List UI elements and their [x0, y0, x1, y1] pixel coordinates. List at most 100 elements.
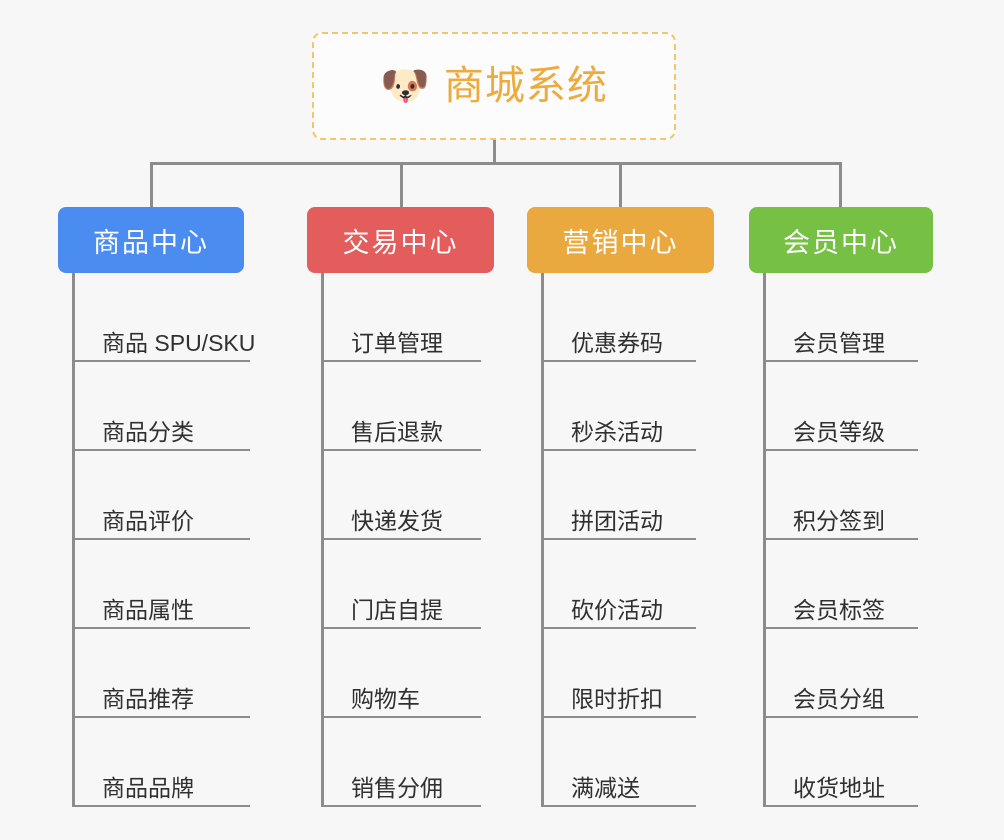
leaf-underline — [763, 360, 918, 362]
branch-product-center: 商品中心 商品 SPU/SKU 商品分类 商品评价 商品属性 商品推荐 — [58, 207, 267, 807]
leaf-underline — [321, 805, 481, 807]
leaf-underline — [541, 805, 696, 807]
list-item[interactable]: 商品推荐 — [72, 629, 267, 718]
leaf-label: 商品分类 — [102, 418, 194, 445]
list-item[interactable]: 会员管理 — [763, 273, 933, 362]
list-item[interactable]: 订单管理 — [321, 273, 494, 362]
leaf-label: 快递发货 — [351, 507, 443, 534]
leaf-underline — [321, 360, 481, 362]
leaf-label: 商品推荐 — [102, 685, 194, 712]
branch-member-center: 会员中心 会员管理 会员等级 积分签到 会员标签 会员分组 — [749, 207, 933, 807]
leaf-underline — [72, 449, 250, 451]
branch-marketing-center: 营销中心 优惠券码 秒杀活动 拼团活动 砍价活动 限时折扣 — [527, 207, 714, 807]
leaf-underline — [541, 360, 696, 362]
list-item[interactable]: 商品属性 — [72, 540, 267, 629]
leaf-list-member-center: 会员管理 会员等级 积分签到 会员标签 会员分组 收货地址 — [763, 273, 933, 807]
leaf-underline — [763, 805, 918, 807]
list-item[interactable]: 会员等级 — [763, 362, 933, 451]
branch-header-label: 交易中心 — [342, 227, 459, 258]
leaf-underline — [541, 716, 696, 718]
list-item[interactable]: 优惠券码 — [541, 273, 714, 362]
trunk-bus-connector — [150, 162, 842, 165]
leaf-spine — [321, 273, 324, 807]
list-item[interactable]: 门店自提 — [321, 540, 494, 629]
leaf-label: 砍价活动 — [571, 596, 663, 623]
leaf-underline — [763, 449, 918, 451]
leaf-label: 积分签到 — [793, 507, 885, 534]
leaf-label: 订单管理 — [351, 329, 443, 356]
leaf-label: 商品品牌 — [102, 774, 194, 801]
leaf-underline — [541, 538, 696, 540]
leaf-label: 销售分佣 — [351, 774, 443, 801]
leaf-underline — [72, 538, 250, 540]
list-item[interactable]: 拼团活动 — [541, 451, 714, 540]
leaf-label: 拼团活动 — [571, 507, 663, 534]
leaf-underline — [321, 538, 481, 540]
leaf-label: 售后退款 — [351, 418, 443, 445]
list-item[interactable]: 售后退款 — [321, 362, 494, 451]
list-item[interactable]: 购物车 — [321, 629, 494, 718]
branch-drop-connector-3 — [619, 162, 622, 208]
leaf-label: 购物车 — [351, 685, 420, 712]
leaf-label: 商品评价 — [102, 507, 194, 534]
leaf-spine — [541, 273, 544, 807]
branch-drop-connector-2 — [400, 162, 403, 208]
root-title: 商城系统 — [443, 64, 608, 108]
branch-trade-center: 交易中心 订单管理 售后退款 快递发货 门店自提 购物车 — [307, 207, 494, 807]
leaf-underline — [72, 627, 250, 629]
leaf-spine — [763, 273, 766, 807]
leaf-underline — [541, 627, 696, 629]
branch-drop-connector-4 — [839, 162, 842, 208]
leaf-label: 秒杀活动 — [571, 418, 663, 445]
list-item[interactable]: 会员分组 — [763, 629, 933, 718]
list-item[interactable]: 收货地址 — [763, 718, 933, 807]
list-item[interactable]: 砍价活动 — [541, 540, 714, 629]
leaf-label: 会员等级 — [793, 418, 885, 445]
list-item[interactable]: 商品评价 — [72, 451, 267, 540]
leaf-underline — [321, 449, 481, 451]
leaf-label: 会员分组 — [793, 685, 885, 712]
list-item[interactable]: 商品分类 — [72, 362, 267, 451]
branch-header-member-center[interactable]: 会员中心 — [749, 207, 933, 273]
leaf-underline — [541, 449, 696, 451]
leaf-label: 满减送 — [571, 774, 640, 801]
leaf-underline — [72, 716, 250, 718]
list-item[interactable]: 快递发货 — [321, 451, 494, 540]
root-node[interactable]: 🐶 商城系统 — [312, 32, 676, 140]
leaf-label: 收货地址 — [793, 774, 885, 801]
list-item[interactable]: 商品品牌 — [72, 718, 267, 807]
branch-header-marketing-center[interactable]: 营销中心 — [527, 207, 714, 273]
branch-header-product-center[interactable]: 商品中心 — [58, 207, 244, 273]
leaf-label: 商品 SPU/SKU — [102, 329, 256, 356]
leaf-underline — [321, 716, 481, 718]
branch-drop-connector-1 — [150, 162, 153, 208]
leaf-label: 商品属性 — [102, 596, 194, 623]
leaf-underline — [72, 805, 250, 807]
leaf-underline — [763, 627, 918, 629]
branch-header-label: 会员中心 — [783, 227, 899, 258]
leaf-label: 门店自提 — [351, 596, 443, 623]
list-item[interactable]: 商品 SPU/SKU — [72, 273, 267, 362]
leaf-underline — [763, 538, 918, 540]
branch-header-label: 商品中心 — [93, 227, 209, 258]
leaf-label: 优惠券码 — [571, 329, 663, 356]
leaf-label: 会员标签 — [793, 596, 885, 623]
leaf-spine — [72, 273, 75, 807]
list-item[interactable]: 销售分佣 — [321, 718, 494, 807]
list-item[interactable]: 满减送 — [541, 718, 714, 807]
branch-header-label: 营销中心 — [562, 227, 679, 258]
list-item[interactable]: 会员标签 — [763, 540, 933, 629]
list-item[interactable]: 秒杀活动 — [541, 362, 714, 451]
leaf-underline — [72, 360, 250, 362]
dog-face-icon: 🐶 — [380, 64, 430, 108]
leaf-label: 会员管理 — [793, 329, 885, 356]
branch-header-trade-center[interactable]: 交易中心 — [307, 207, 494, 273]
leaf-list-marketing-center: 优惠券码 秒杀活动 拼团活动 砍价活动 限时折扣 满减送 — [541, 273, 714, 807]
leaf-underline — [763, 716, 918, 718]
root-stem-connector — [493, 140, 496, 164]
leaf-label: 限时折扣 — [571, 685, 663, 712]
leaf-underline — [321, 627, 481, 629]
list-item[interactable]: 积分签到 — [763, 451, 933, 540]
list-item[interactable]: 限时折扣 — [541, 629, 714, 718]
